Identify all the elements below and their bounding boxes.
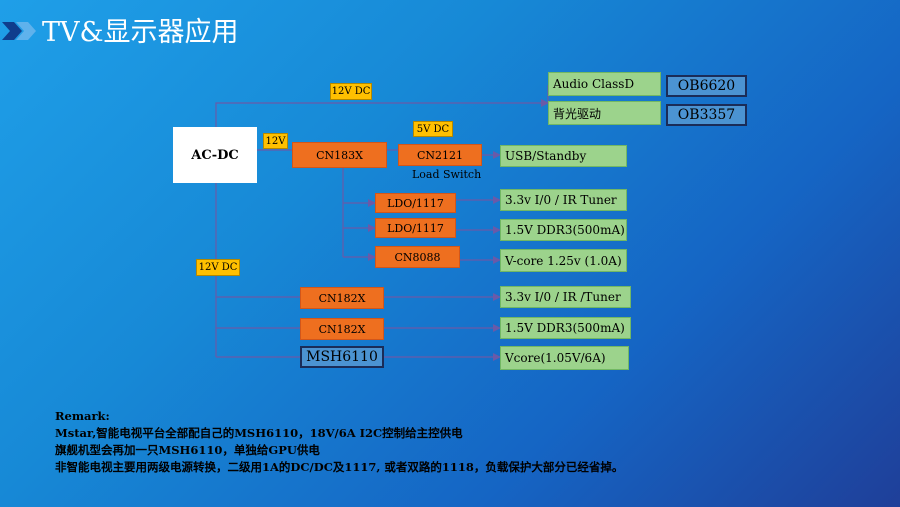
msh6110-block: MSH6110 bbox=[300, 346, 384, 368]
load-switch-caption: Load Switch bbox=[412, 168, 482, 181]
output-backlight-driver: 背光驱动 bbox=[548, 101, 661, 125]
output-ddr3-2: 1.5V DDR3(500mA) bbox=[500, 317, 631, 339]
ldo-1117-block-2: LDO/1117 bbox=[375, 218, 456, 238]
label-12v: 12V bbox=[263, 133, 288, 149]
cn8088-block: CN8088 bbox=[375, 246, 460, 268]
cn182x-block-1: CN182X bbox=[300, 287, 384, 309]
output-vcore-2: Vcore(1.05V/6A) bbox=[500, 346, 629, 370]
wire-12v-top-bus bbox=[215, 99, 549, 128]
output-ddr3-1: 1.5V DDR3(500mA) bbox=[500, 219, 627, 241]
part-ob3357: OB3357 bbox=[666, 104, 747, 126]
remark-section: Remark: Mstar,智能电视平台全部配自己的MSH6110，18V/6A… bbox=[55, 408, 623, 476]
cn182x-block-2: CN182X bbox=[300, 318, 384, 340]
title-chevron-icon bbox=[2, 22, 36, 40]
output-3v3-io-ir-tuner-2: 3.3v I/0 / IR /Tuner bbox=[500, 286, 631, 308]
label-5v-dc: 5V DC bbox=[413, 121, 453, 137]
label-12v-dc-left: 12V DC bbox=[196, 259, 240, 276]
remark-heading: Remark: bbox=[55, 409, 110, 423]
label-12v-dc-top: 12V DC bbox=[330, 83, 372, 100]
output-3v3-io-ir-tuner-1: 3.3v I/0 / IR Tuner bbox=[500, 189, 627, 211]
cn183x-block: CN183X bbox=[292, 142, 387, 168]
remark-line-1: Mstar,智能电视平台全部配自己的MSH6110，18V/6A I2C控制给主… bbox=[55, 426, 463, 440]
ldo-1117-block-1: LDO/1117 bbox=[375, 193, 456, 213]
output-audio-classd: Audio ClassD bbox=[548, 72, 661, 96]
remark-line-2: 旗舰机型会再加一只MSH6110，单独给GPU供电 bbox=[55, 443, 320, 457]
cn2121-block: CN2121 bbox=[398, 144, 482, 166]
output-vcore-1: V-core 1.25v (1.0A) bbox=[500, 249, 627, 272]
acdc-block: AC-DC bbox=[173, 127, 257, 183]
page-title: TV&显示器应用 bbox=[42, 17, 239, 48]
part-ob6620: OB6620 bbox=[666, 75, 747, 97]
output-usb-standby: USB/Standby bbox=[500, 145, 627, 167]
remark-line-3: 非智能电视主要用两级电源转换，二级用1A的DC/DC及1117, 或者双路的11… bbox=[55, 460, 624, 474]
